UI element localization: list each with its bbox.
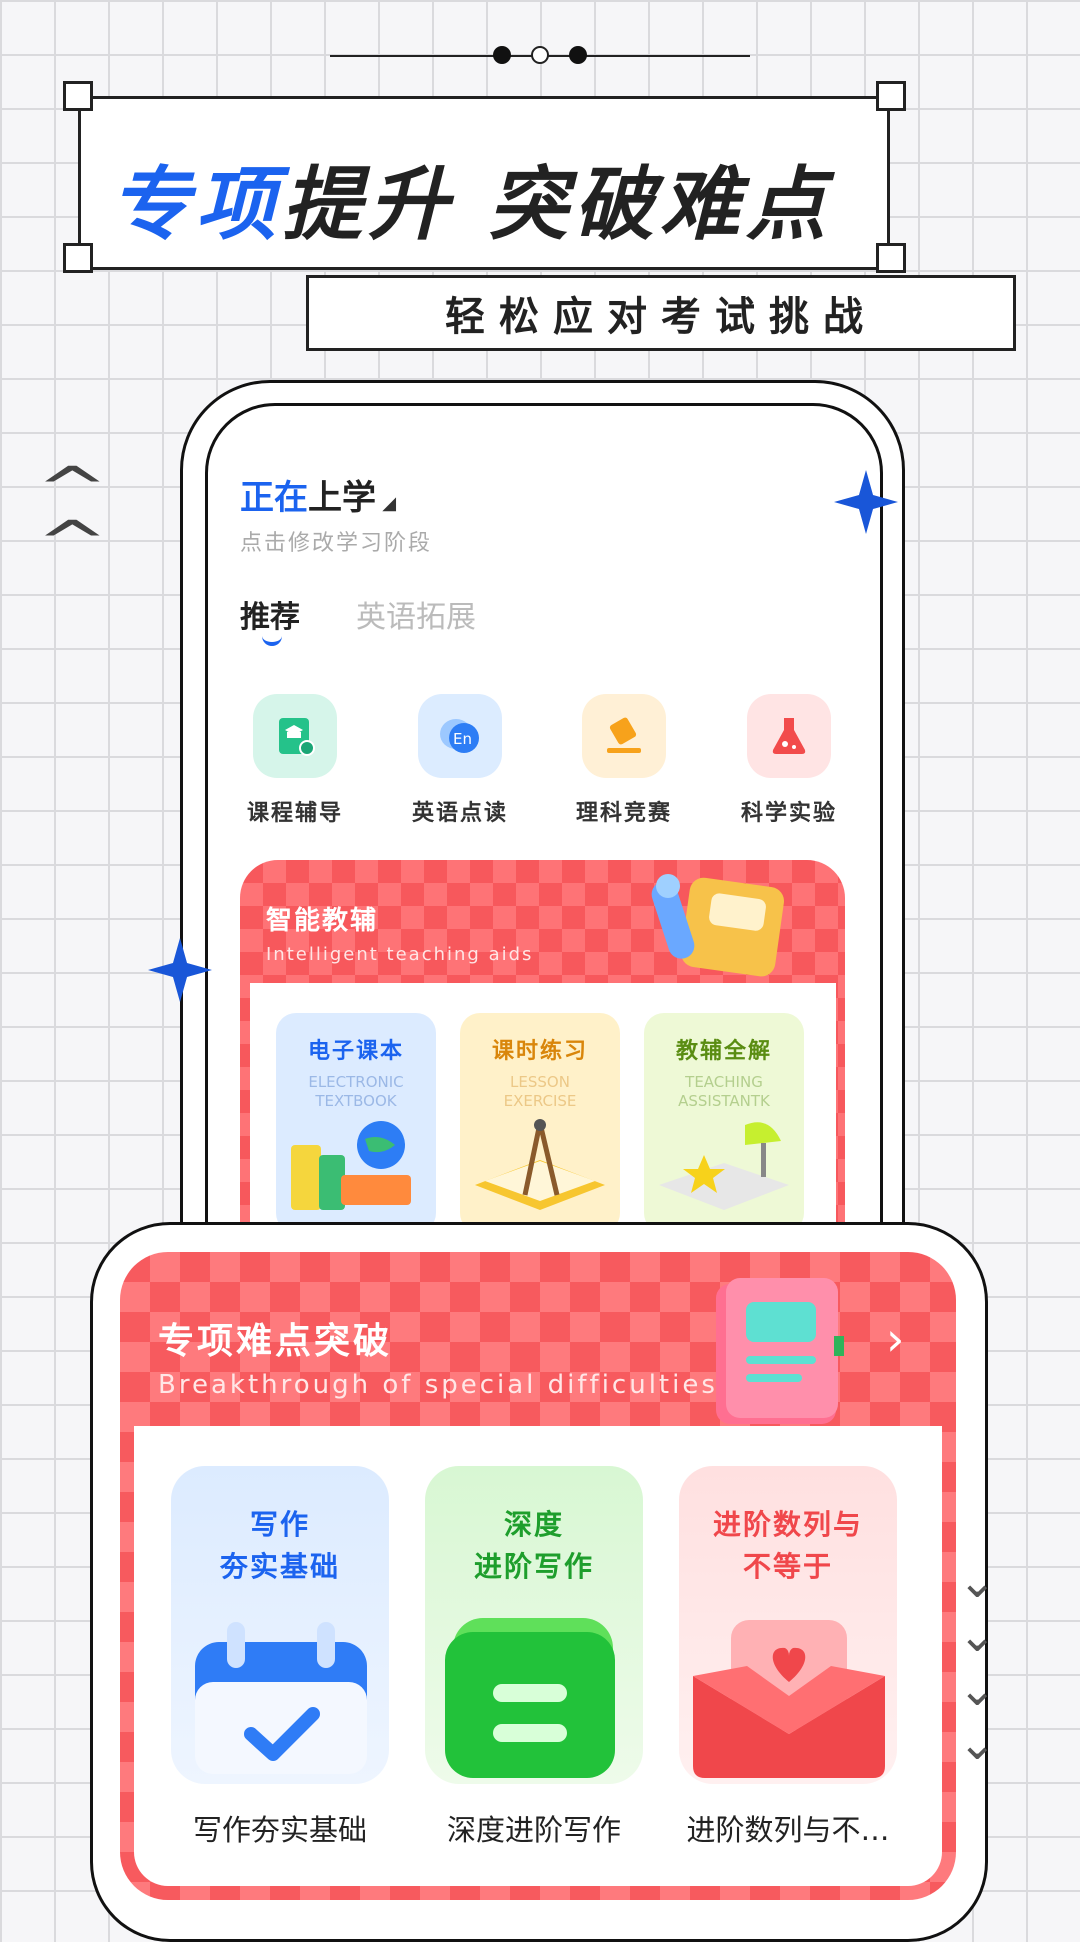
stage-hint: 点击修改学习阶段 <box>240 531 433 556</box>
frame-corner <box>876 243 906 273</box>
svg-text:En: En <box>453 730 472 748</box>
category-label: 英语点读 <box>411 801 508 826</box>
chevron-down-icon: ⌄ <box>958 1662 997 1716</box>
stage-selector[interactable]: 正在上学 ◢ <box>240 478 397 518</box>
pager-dot-active <box>531 46 549 64</box>
feature-subtitle: Breakthrough of special difficulties <box>158 1370 718 1400</box>
lamp-star-book-icon <box>659 1122 789 1210</box>
category-label: 课程辅导 <box>246 801 343 826</box>
category-label: 科学实验 <box>740 801 837 826</box>
chevron-down-icon: ⌄ <box>958 1554 997 1608</box>
feature-label: 进阶数列与不… <box>686 1813 890 1847</box>
heart-envelope-icon <box>693 1620 885 1778</box>
pager-dot <box>493 46 511 64</box>
feature-label: 写作夯实基础 <box>192 1813 367 1847</box>
caret-down-icon: ◢ <box>376 493 397 514</box>
smart-aids-title: 智能教辅 <box>266 906 379 936</box>
books-globe-icon <box>291 1121 411 1210</box>
tab-english-extension[interactable]: 英语拓展 <box>356 600 476 635</box>
feature-item-writing-basics[interactable]: 写作夯实基础 <box>171 1466 389 1784</box>
pager-dot <box>569 46 587 64</box>
folder-pen-illustration <box>640 872 790 988</box>
chevron-down-icon: ⌄ <box>958 1716 997 1770</box>
promo-subtitle: 轻松应对考试挑战 <box>306 275 1016 351</box>
tab-active-indicator <box>262 634 282 646</box>
graduation-book-icon[interactable] <box>253 694 337 778</box>
frame-corner <box>876 81 906 111</box>
green-notes-icon <box>445 1618 615 1778</box>
feature-item-sequences-inequalities[interactable]: 进阶数列与不等于 <box>679 1466 897 1784</box>
english-speech-icon[interactable]: En <box>418 694 502 778</box>
feature-item-advanced-writing[interactable]: 深度进阶写作 <box>425 1466 643 1784</box>
frame-corner <box>63 243 93 273</box>
feature-label: 深度进阶写作 <box>446 1813 621 1847</box>
frame-corner <box>63 81 93 111</box>
eraser-icon[interactable] <box>582 694 666 778</box>
feature-title: 专项难点突破 <box>158 1321 393 1362</box>
tab-recommend[interactable]: 推荐 <box>240 600 300 635</box>
smart-aids-subtitle: Intelligent teaching aids <box>266 944 534 965</box>
flask-icon[interactable] <box>747 694 831 778</box>
headline-frame <box>78 96 890 270</box>
category-label: 理科竞赛 <box>575 801 672 826</box>
chevron-down-icon: ⌄ <box>958 1608 997 1662</box>
compass-book-icon <box>475 1119 605 1210</box>
chevron-right-icon[interactable]: › <box>886 1312 905 1366</box>
chevron-up-icon: ^ <box>35 508 109 576</box>
notebook-illustration <box>706 1276 856 1430</box>
chevron-up-icon: ^ <box>35 454 109 522</box>
calendar-check-icon <box>195 1622 367 1774</box>
promo-headline: 专项提升 突破难点 <box>110 158 832 251</box>
